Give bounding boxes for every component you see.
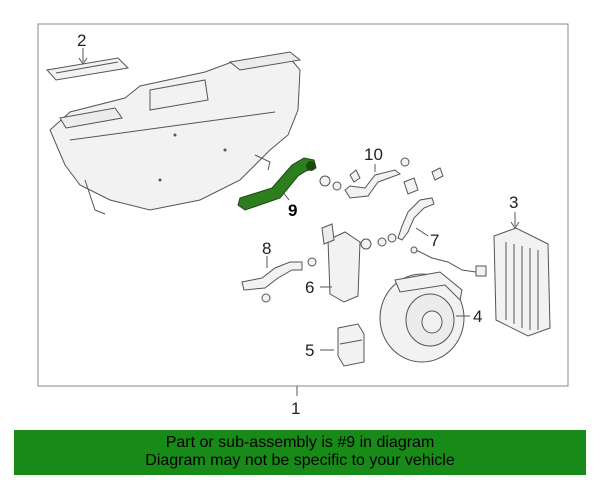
part-hvac-housing	[49, 51, 302, 215]
banner-line-2: Diagram may not be specific to your vehi…	[145, 452, 455, 469]
callout-3: 3	[509, 193, 518, 212]
part-10-pipe	[319, 157, 444, 199]
callout-6: 6	[305, 278, 314, 297]
callout-4: 4	[473, 307, 482, 326]
callout-5: 5	[305, 341, 314, 360]
leader-9	[282, 191, 290, 201]
info-banner: Part or sub-assembly is #9 in diagram Di…	[14, 430, 586, 475]
part-6-valve	[320, 223, 387, 303]
callout-8: 8	[262, 239, 271, 258]
callout-10: 10	[364, 145, 383, 164]
callout-9: 9	[288, 201, 297, 220]
part-8-pipe	[241, 256, 317, 303]
banner-line-1: Part or sub-assembly is #9 in diagram	[165, 434, 435, 451]
part-4-blower-motor	[379, 271, 470, 363]
diagram-frame	[37, 23, 569, 387]
parts-diagram: 1 2 9 10	[37, 23, 569, 418]
part-5-actuator	[320, 323, 365, 367]
part-7-pipe	[387, 197, 487, 277]
callout-7: 7	[430, 231, 439, 250]
callout-1: 1	[291, 399, 300, 418]
part-2-vent-duct-frame	[46, 48, 130, 81]
part-3-heater-core	[493, 212, 551, 337]
callout-2: 2	[77, 31, 86, 50]
part-9-heater-hose	[237, 157, 317, 211]
